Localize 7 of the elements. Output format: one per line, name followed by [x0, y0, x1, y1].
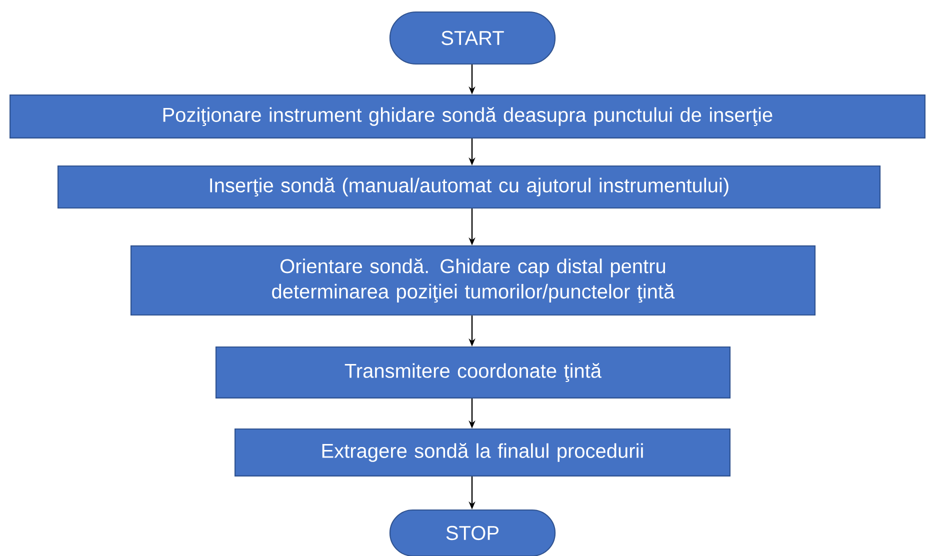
process-box: Poziţionare instrument ghidare sondă deasupra punctului de inserţie — [10, 94, 926, 138]
terminal-box: STOP — [389, 509, 556, 556]
process-box: Orientare sondă. Ghidare cap distal pentru determinarea poziţiei tumorilor/punctelor ţintă — [130, 245, 816, 316]
process-box: Inserţie sondă (manual/automat cu ajutorul instrumentului) — [57, 165, 881, 209]
terminal-box: START — [389, 11, 556, 65]
process-box: Transmitere coordonate ţintă — [215, 346, 731, 398]
process-box: Extragere sondă la finalul procedurii — [234, 428, 730, 476]
